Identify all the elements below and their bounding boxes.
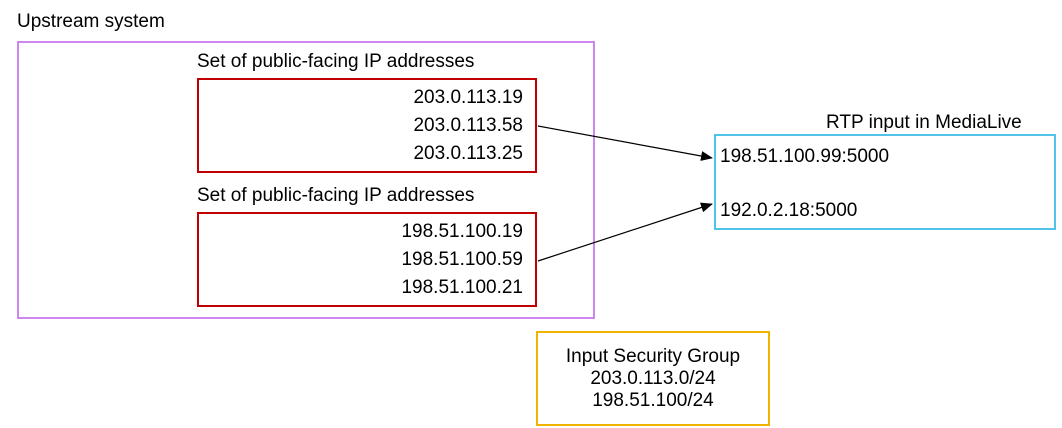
ip-set-2-title: Set of public-facing IP addresses bbox=[197, 185, 475, 206]
rtp-endpoint: 198.51.100.99:5000 bbox=[720, 146, 890, 167]
security-group-title: Input Security Group bbox=[565, 345, 741, 367]
ip-address: 198.51.100.19 bbox=[401, 220, 523, 242]
rtp-input-title: RTP input in MediaLive bbox=[826, 112, 1022, 133]
ip-set-1-title: Set of public-facing IP addresses bbox=[197, 51, 475, 72]
ip-address: 198.51.100.59 bbox=[401, 248, 523, 270]
ip-set-2-box: 198.51.100.19 198.51.100.59 198.51.100.2… bbox=[197, 212, 537, 307]
ip-address: 198.51.100.21 bbox=[401, 276, 523, 298]
ip-address: 203.0.113.25 bbox=[413, 142, 523, 164]
security-group-cidr: 198.51.100/24 bbox=[592, 389, 714, 411]
upstream-system-box bbox=[17, 41, 595, 319]
upstream-system-title: Upstream system bbox=[17, 11, 165, 32]
ip-address: 203.0.113.19 bbox=[413, 86, 523, 108]
input-security-group-box: Input Security Group 203.0.113.0/24 198.… bbox=[536, 331, 770, 426]
security-group-cidr: 203.0.113.0/24 bbox=[590, 367, 716, 389]
ip-address: 203.0.113.58 bbox=[413, 114, 523, 136]
rtp-endpoint: 192.0.2.18:5000 bbox=[720, 200, 858, 221]
rtp-input-box: 198.51.100.99:5000 192.0.2.18:5000 bbox=[714, 134, 1056, 230]
ip-set-1-box: 203.0.113.19 203.0.113.58 203.0.113.25 bbox=[197, 78, 537, 173]
arrow-set2-to-endpoint2 bbox=[537, 202, 713, 262]
arrow-set1-to-endpoint1 bbox=[537, 125, 713, 161]
